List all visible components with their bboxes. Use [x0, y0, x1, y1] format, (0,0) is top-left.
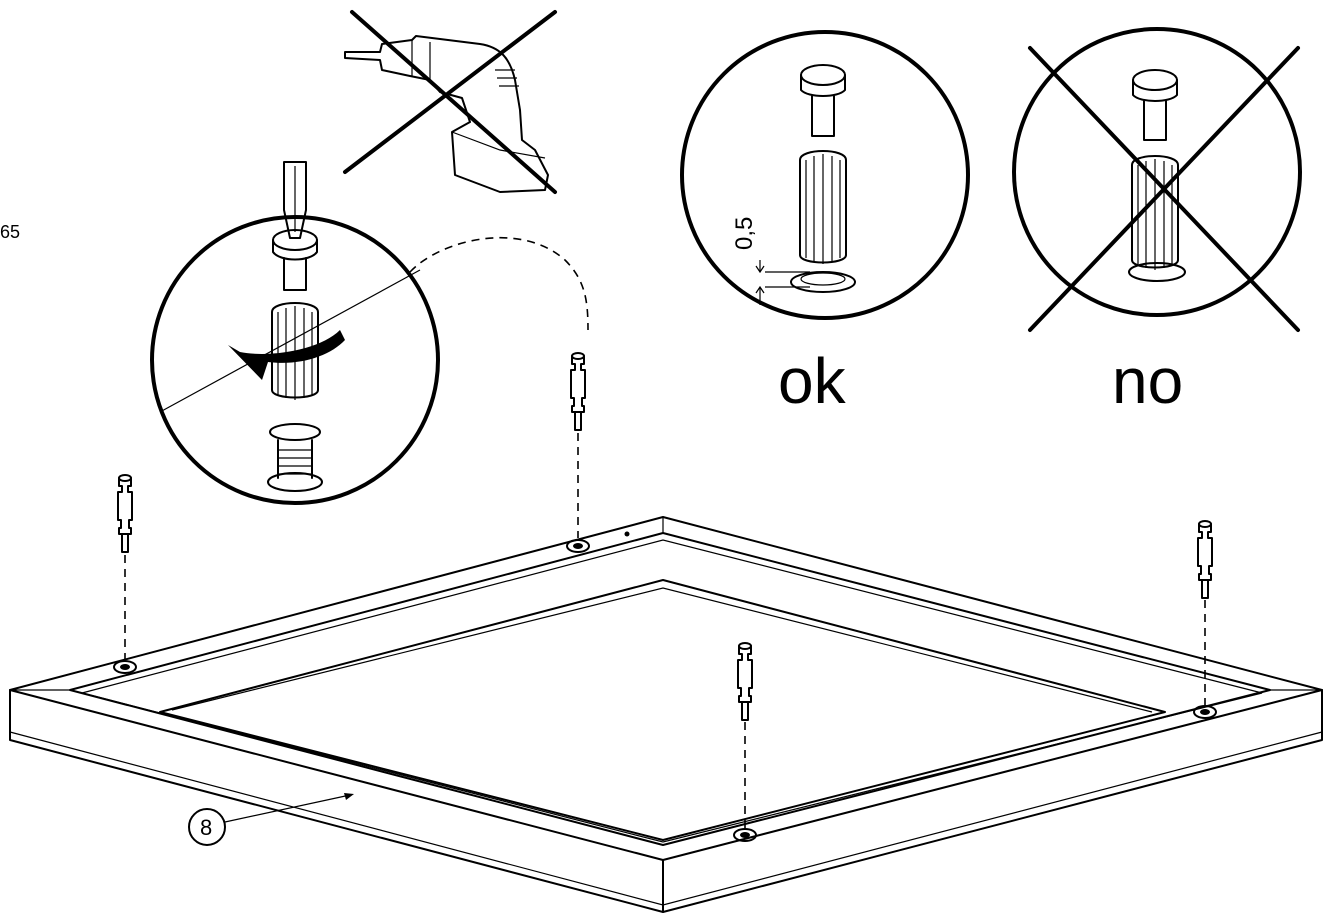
part-callout: 8 [188, 793, 354, 846]
page-number: 65 [0, 222, 20, 242]
rotation-arrow-icon [228, 330, 345, 380]
drill-crossed-out-icon [343, 10, 557, 194]
incorrect-detail [1012, 27, 1302, 332]
frame-part [9, 516, 1323, 913]
no-label: no [1112, 345, 1183, 417]
part-number: 8 [200, 815, 212, 840]
gap-dimension: 0,5 [731, 217, 758, 250]
screwdriver-icon [283, 161, 307, 239]
ok-label: ok [778, 345, 847, 417]
cam-dowel-icon [117, 352, 1213, 828]
correct-detail: 0,5 [680, 30, 970, 320]
screwdriver-detail [150, 161, 589, 505]
